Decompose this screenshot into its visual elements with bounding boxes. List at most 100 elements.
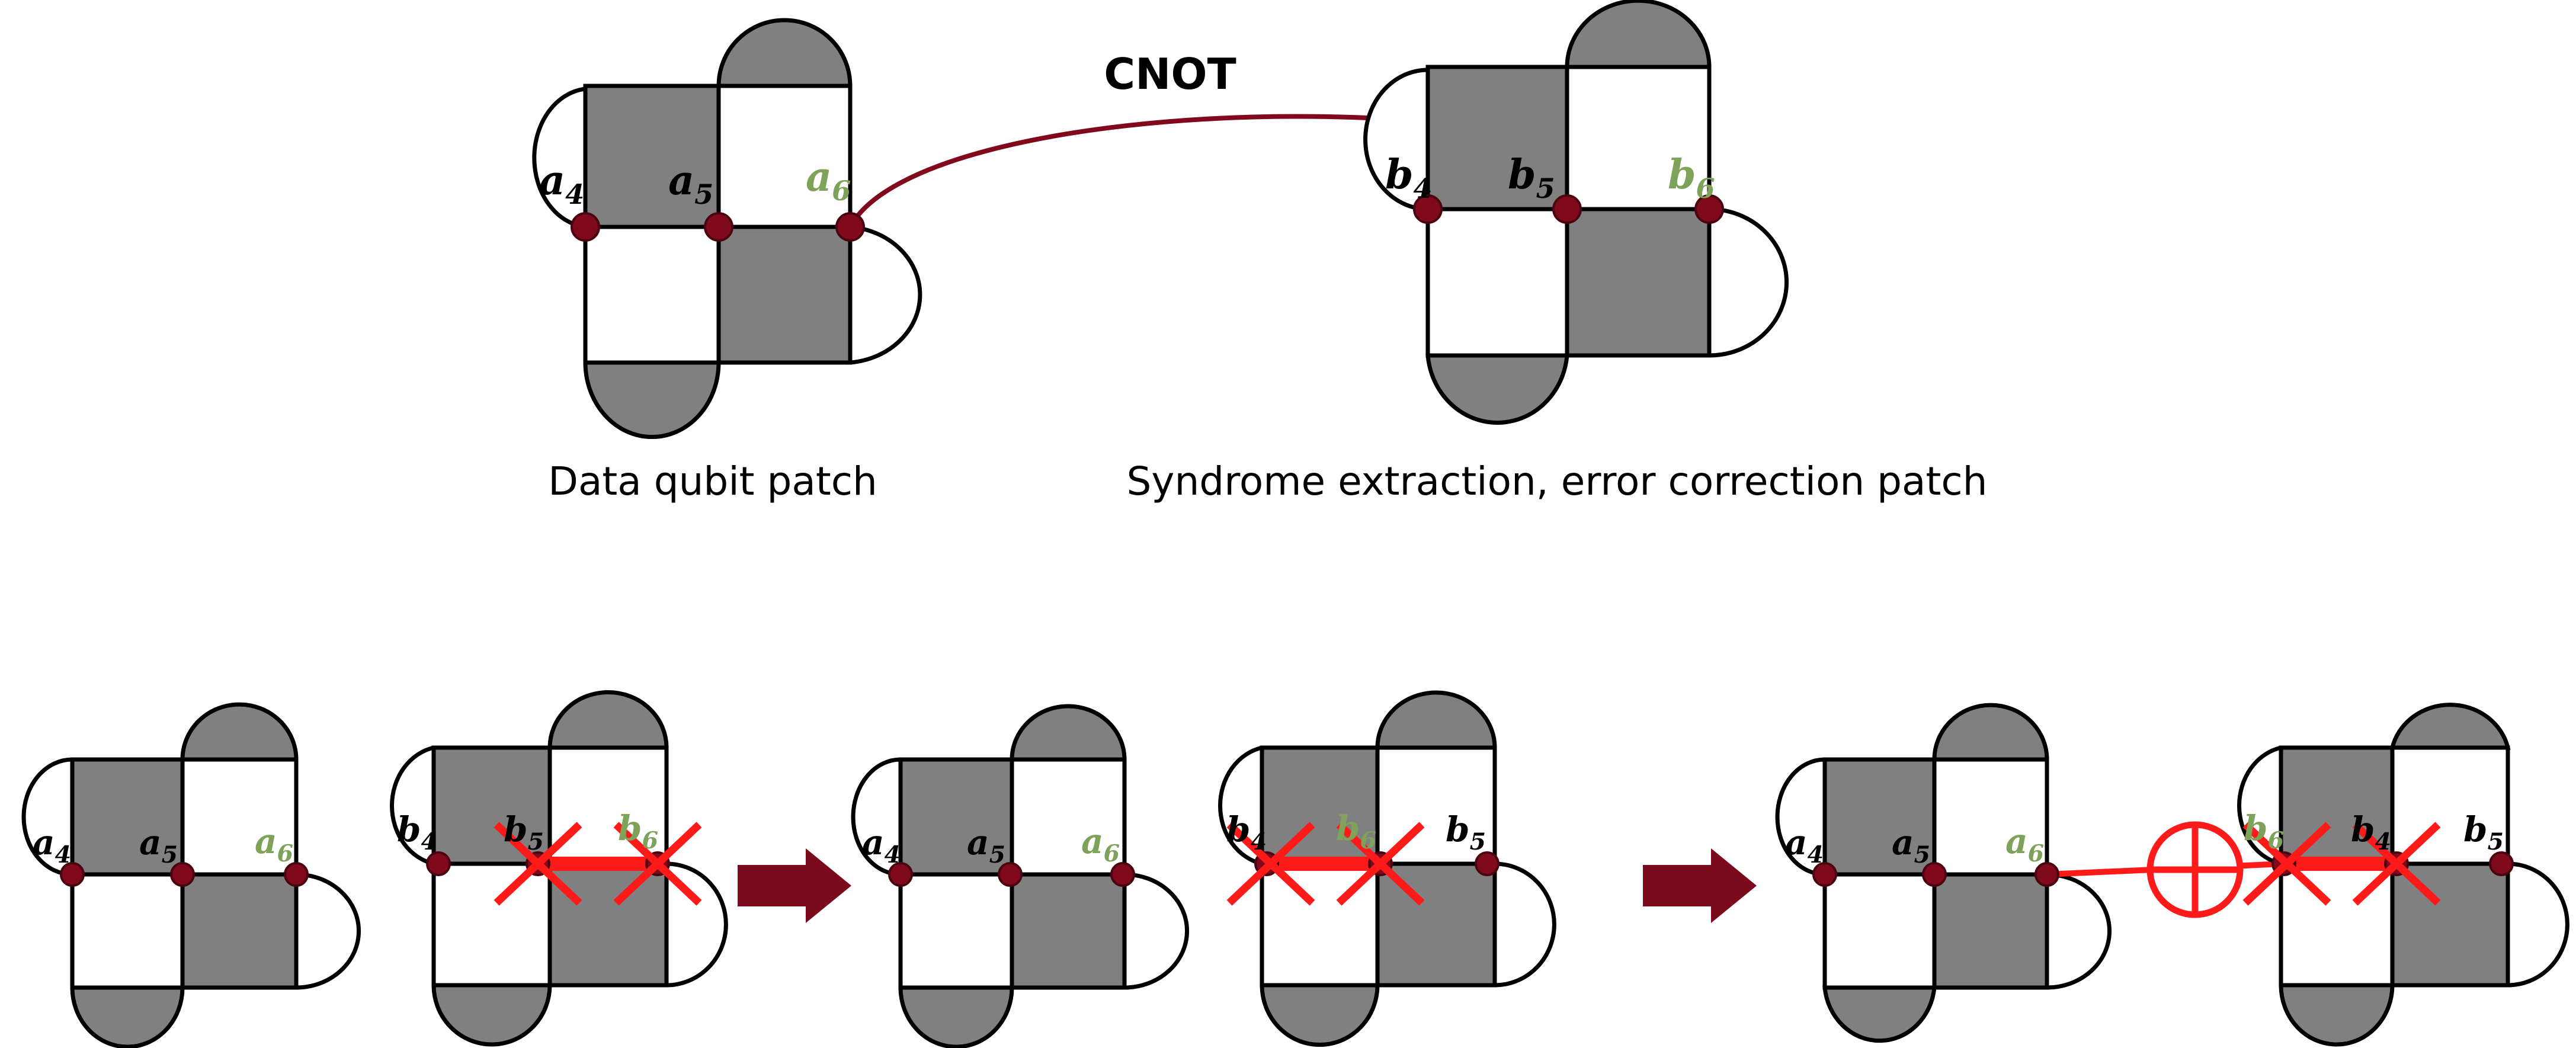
plaquette-tl: [583, 84, 721, 229]
left-cap-light: [851, 757, 901, 877]
right-cap-light: [1494, 861, 1556, 988]
label-a4: a4: [539, 157, 584, 210]
plaquette-bl: [70, 872, 185, 990]
label-a6: a6: [1081, 821, 1120, 867]
bottom-cap-dark: [1822, 985, 1937, 1043]
step2-data-patch: a4 a5 a6: [851, 704, 1189, 1048]
bottom-cap-dark: [898, 985, 1014, 1048]
plaquette-bl: [1425, 207, 1569, 358]
label-b6: b6: [2244, 808, 2284, 854]
qubit-node-a4: [571, 212, 600, 242]
qubit-node-a4: [1812, 862, 1837, 887]
step2-ancilla-patch: b4 b6 b5: [1218, 690, 1556, 1047]
plaquette-bl: [1822, 872, 1937, 990]
plaquette-tr: [1932, 757, 2049, 877]
qubit-node-b4: [1413, 194, 1443, 224]
bottom-cap-dark: [1425, 353, 1569, 425]
right-cap-light: [1124, 872, 1189, 990]
top-cap-dark: [1375, 690, 1497, 750]
step1-data-patch: a4 a5 a6: [21, 702, 361, 1048]
swap-cross-icon: [494, 822, 582, 906]
top-cap-dark: [1932, 703, 2049, 762]
label-a4: a4: [1785, 822, 1824, 868]
plaquette-tr: [1565, 65, 1712, 211]
cnot-label: CNOT: [1104, 49, 1236, 99]
top-cap-dark: [180, 702, 299, 762]
left-cap-light: [1218, 745, 1263, 866]
top-cap-dark: [1010, 704, 1127, 762]
label-b5: b5: [2463, 809, 2504, 855]
plaquette-br: [1932, 872, 2049, 990]
right-cap-light: [2046, 872, 2112, 990]
qubit-node-a6: [835, 212, 865, 242]
plaquette-bl: [583, 225, 721, 365]
qubit-node-a6: [1110, 862, 1135, 887]
swap-cross-icon: [1226, 822, 1315, 906]
qubit-node-b5: [1475, 851, 1500, 876]
label-a4: a4: [33, 822, 71, 868]
data-qubit-patch: a4 a5 a6: [532, 18, 922, 439]
plaquette-br: [547, 861, 669, 988]
label-b5: b5: [1508, 151, 1555, 204]
label-a4: a4: [862, 822, 901, 868]
label-b5: b5: [1446, 809, 1486, 855]
right-cap-light: [2507, 861, 2569, 988]
qubit-node-a5: [998, 862, 1023, 887]
qubit-node-a4: [60, 862, 85, 887]
plaquette-bl: [431, 861, 552, 988]
plaquette-br: [2390, 861, 2510, 988]
label-b4: b4: [1226, 809, 1267, 855]
step1-ancilla-patch: b4 b5 b6: [390, 690, 728, 1047]
label-b5: b5: [504, 809, 544, 855]
caption-data-patch: Data qubit patch: [548, 459, 877, 504]
qubit-node-b6: [1694, 194, 1724, 224]
bottom-cap-dark: [2279, 983, 2395, 1047]
bottom-cap-dark: [70, 985, 185, 1048]
qubit-node-a6: [2034, 862, 2059, 887]
plaquette-tr: [1375, 745, 1497, 866]
top-cap-dark: [547, 690, 669, 750]
qubit-node-a5: [1922, 862, 1947, 887]
label-a5: a5: [139, 822, 178, 868]
plaquette-bl: [898, 872, 1014, 990]
top-cap-dark: [716, 18, 853, 88]
plaquette-tr: [547, 745, 669, 866]
left-cap-light: [1775, 757, 1825, 877]
label-a5: a5: [668, 157, 713, 210]
plaquette-br: [1565, 207, 1712, 358]
swap-cross-icon: [613, 822, 702, 906]
top-cap-dark: [1565, 0, 1712, 69]
bottom-cap-dark: [431, 983, 552, 1047]
plaquette-br: [1010, 872, 1127, 990]
right-cap-light: [296, 872, 361, 990]
swap-cross-icon: [2352, 822, 2441, 906]
swap-cross-icon: [2242, 822, 2331, 906]
label-a5: a5: [1892, 822, 1930, 868]
qubit-node-a5: [170, 862, 195, 887]
plaquette-tl: [431, 745, 552, 866]
label-b4: b4: [2351, 809, 2391, 855]
step-arrow-icon: [1643, 848, 1757, 923]
bottom-cap-dark: [1260, 983, 1380, 1047]
qubit-node-a4: [888, 862, 913, 887]
step-arrow-icon: [738, 848, 851, 923]
plaquette-tr: [716, 84, 853, 229]
left-cap-light: [21, 757, 73, 877]
plaquette-tl: [1822, 757, 1937, 877]
label-a6: a6: [806, 153, 851, 207]
qubit-node-b5: [1552, 194, 1582, 224]
plaquette-br: [180, 872, 299, 990]
right-cap-light: [1709, 207, 1789, 358]
right-cap-light: [850, 225, 922, 365]
plaquette-br: [716, 225, 853, 365]
qubit-node-b5: [2489, 851, 2514, 876]
label-b4: b4: [397, 809, 437, 855]
bottom-cap-dark: [583, 360, 721, 439]
label-b6: b6: [1336, 808, 1376, 854]
label-a5: a5: [967, 822, 1005, 868]
right-cap-light: [666, 861, 728, 988]
step3-ancilla-patch: b6 b4 b5: [2237, 703, 2569, 1047]
label-a6: a6: [2005, 821, 2044, 867]
left-cap-light: [2237, 745, 2282, 866]
